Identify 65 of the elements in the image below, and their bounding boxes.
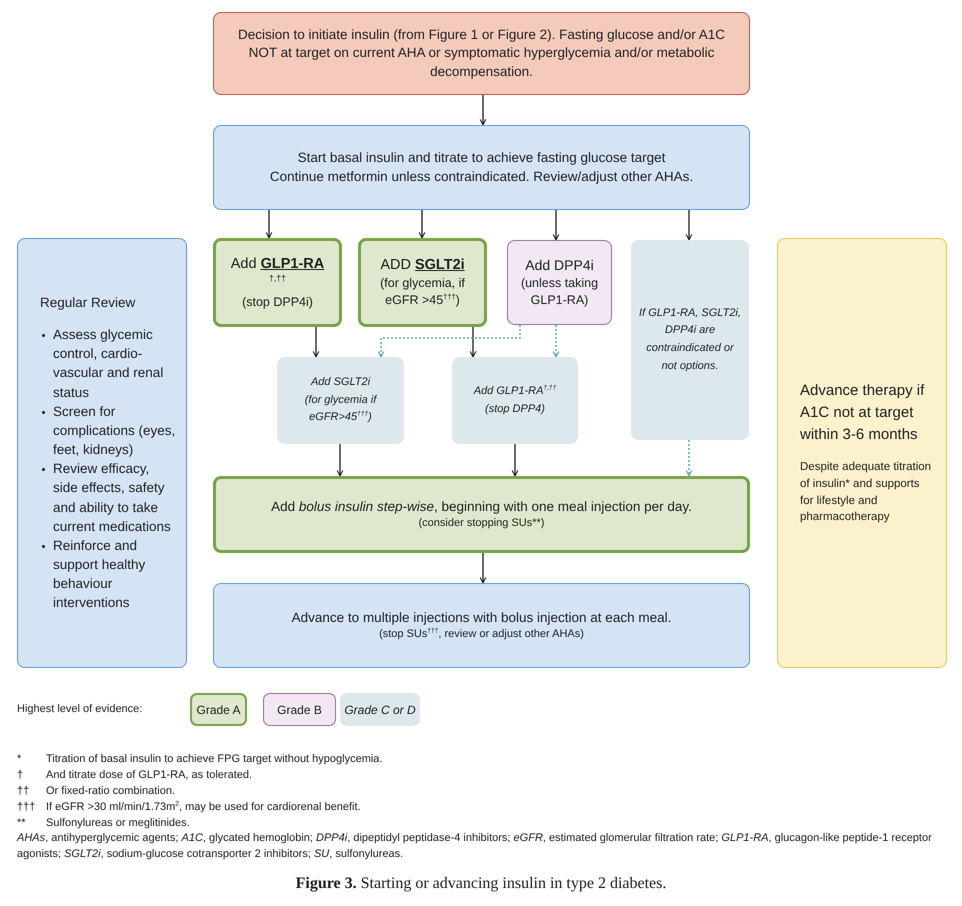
process-box bbox=[213, 125, 750, 210]
arrow bbox=[266, 210, 272, 239]
box-subtext: (unless taking GLP1-RA) bbox=[520, 275, 600, 309]
grade-a-box bbox=[213, 476, 750, 553]
arrow bbox=[552, 210, 560, 241]
bullet-text: Reinforce and support healthy behaviour interventions bbox=[53, 536, 146, 612]
footnote-text: If eGFR >30 ml/min/1.73m$^{2}$, may be used for cardiorenal benefit. bbox=[46, 801, 361, 813]
grade-key: Grade C or D bbox=[340, 693, 420, 726]
footnote-mark: †† bbox=[17, 785, 30, 797]
box-text: Start basal insulin and titrate to achieve fasting glucose target bbox=[298, 149, 666, 168]
grade-c-box bbox=[277, 357, 404, 444]
arrow bbox=[686, 440, 692, 477]
box-subtext: (stop DPP4) bbox=[485, 402, 545, 416]
arrow bbox=[512, 444, 518, 477]
grade-key: Grade B bbox=[263, 693, 336, 726]
grade-a-box bbox=[358, 238, 487, 327]
decision-box bbox=[213, 12, 750, 95]
grade-c-box bbox=[631, 240, 749, 440]
grade-key: Grade A bbox=[190, 693, 247, 726]
footnote-text: Or fixed-ratio combination. bbox=[46, 785, 175, 797]
grade-a-box bbox=[213, 238, 342, 327]
box-text: Advance to multiple injections with bolus injection at each meal. bbox=[292, 608, 672, 627]
box-text: Add bolus insulin step-wise, beginning with one meal injection per day. bbox=[271, 498, 692, 516]
box-subtext: (consider stopping SUs**) bbox=[418, 516, 544, 532]
figure-caption: Figure 3. Starting or advancing insulin in type 2 diabetes. bbox=[294, 875, 668, 893]
footnote-mark: ** bbox=[17, 817, 26, 829]
box-text: Add DPP4i bbox=[525, 256, 594, 276]
arrow bbox=[418, 210, 426, 239]
box-subtext: Continue metformin unless contraindicated. Review/adjust other AHAs. bbox=[270, 168, 694, 186]
grade-b-box bbox=[507, 240, 612, 325]
arrow bbox=[470, 327, 476, 358]
box-subtext: (for glycemia if eGFR>45$^{†††}$) bbox=[304, 392, 378, 426]
advance-panel bbox=[777, 238, 947, 668]
footnote-text: Sulfonylureas or meglitinides. bbox=[46, 817, 190, 829]
bullet-text: Review efficacy, side effects, safety and ability to take current medications bbox=[53, 460, 172, 536]
arrow bbox=[552, 325, 560, 358]
arrow bbox=[378, 325, 521, 358]
box-subtext: (stop SUs$^{†††}$, review or adjust other AHAs) bbox=[379, 627, 584, 642]
panel-heading: Advance therapy if A1C not at target within 3-6 months bbox=[800, 381, 926, 445]
arrow bbox=[480, 553, 486, 584]
panel-heading: Regular Review bbox=[40, 294, 136, 312]
box-text: If GLP1-RA, SGLT2i, DPP4i are contraindicated or not options. bbox=[639, 306, 741, 374]
footnote-mark: * bbox=[17, 753, 22, 765]
process-box bbox=[213, 583, 750, 668]
footnote-text: And titrate dose of GLP1-RA, as tolerated. bbox=[46, 769, 252, 781]
box-text: ADD SGLT2i bbox=[380, 256, 465, 275]
box-text: Add GLP1-RA$^{†,††}$ bbox=[474, 383, 556, 399]
footnote-mark: ††† bbox=[17, 801, 36, 813]
arrow bbox=[686, 210, 692, 241]
footnote-text: Titration of basal insulin to achieve FPG target without hypoglycemia. bbox=[46, 753, 382, 765]
arrow bbox=[336, 444, 344, 477]
grade-c-box bbox=[452, 357, 578, 444]
box-subtext: (stop DPP4i) bbox=[242, 294, 313, 310]
box-subtext: (for glycemia, if eGFR >45$^{†††}$) bbox=[379, 275, 466, 310]
arrow bbox=[480, 95, 486, 126]
footnote-mark: † bbox=[17, 769, 24, 781]
box-text: Decision to initiate insulin (from Figure 1 or Figure 2). Fasting glucose and/or A1C NOT at target on current AHA or symptomatic hyperglycemia and/or metabolic decompensation. bbox=[237, 26, 726, 81]
arrow bbox=[312, 327, 320, 358]
review-panel bbox=[17, 238, 187, 668]
legend-title: Highest level of evidence: bbox=[17, 703, 142, 715]
box-text: Add SGLT2i bbox=[310, 375, 370, 390]
bullet-text: Screen for complications (eyes, feet, kidneys) bbox=[53, 402, 176, 460]
abbreviations-note: AHAs, antihyperglycemic agents; A1C, glycated hemoglobin; DPP4i, dipeptidyl peptidase-4 inhibitors; eGFR, estimated glomerular filtration rate; GLP1-RA, glucagon-like peptide-1 receptor agonists; SGLT2i, sodium-glucose cotransporter 2 inhibitors; SU, sulfonylureas. bbox=[17, 831, 933, 862]
bullet-text: Assess glycemic control, cardio-vascular and renal status bbox=[53, 326, 164, 402]
panel-note: Despite adequate titration of insulin* and supports for lifestyle and pharmacotherapy bbox=[800, 460, 932, 526]
